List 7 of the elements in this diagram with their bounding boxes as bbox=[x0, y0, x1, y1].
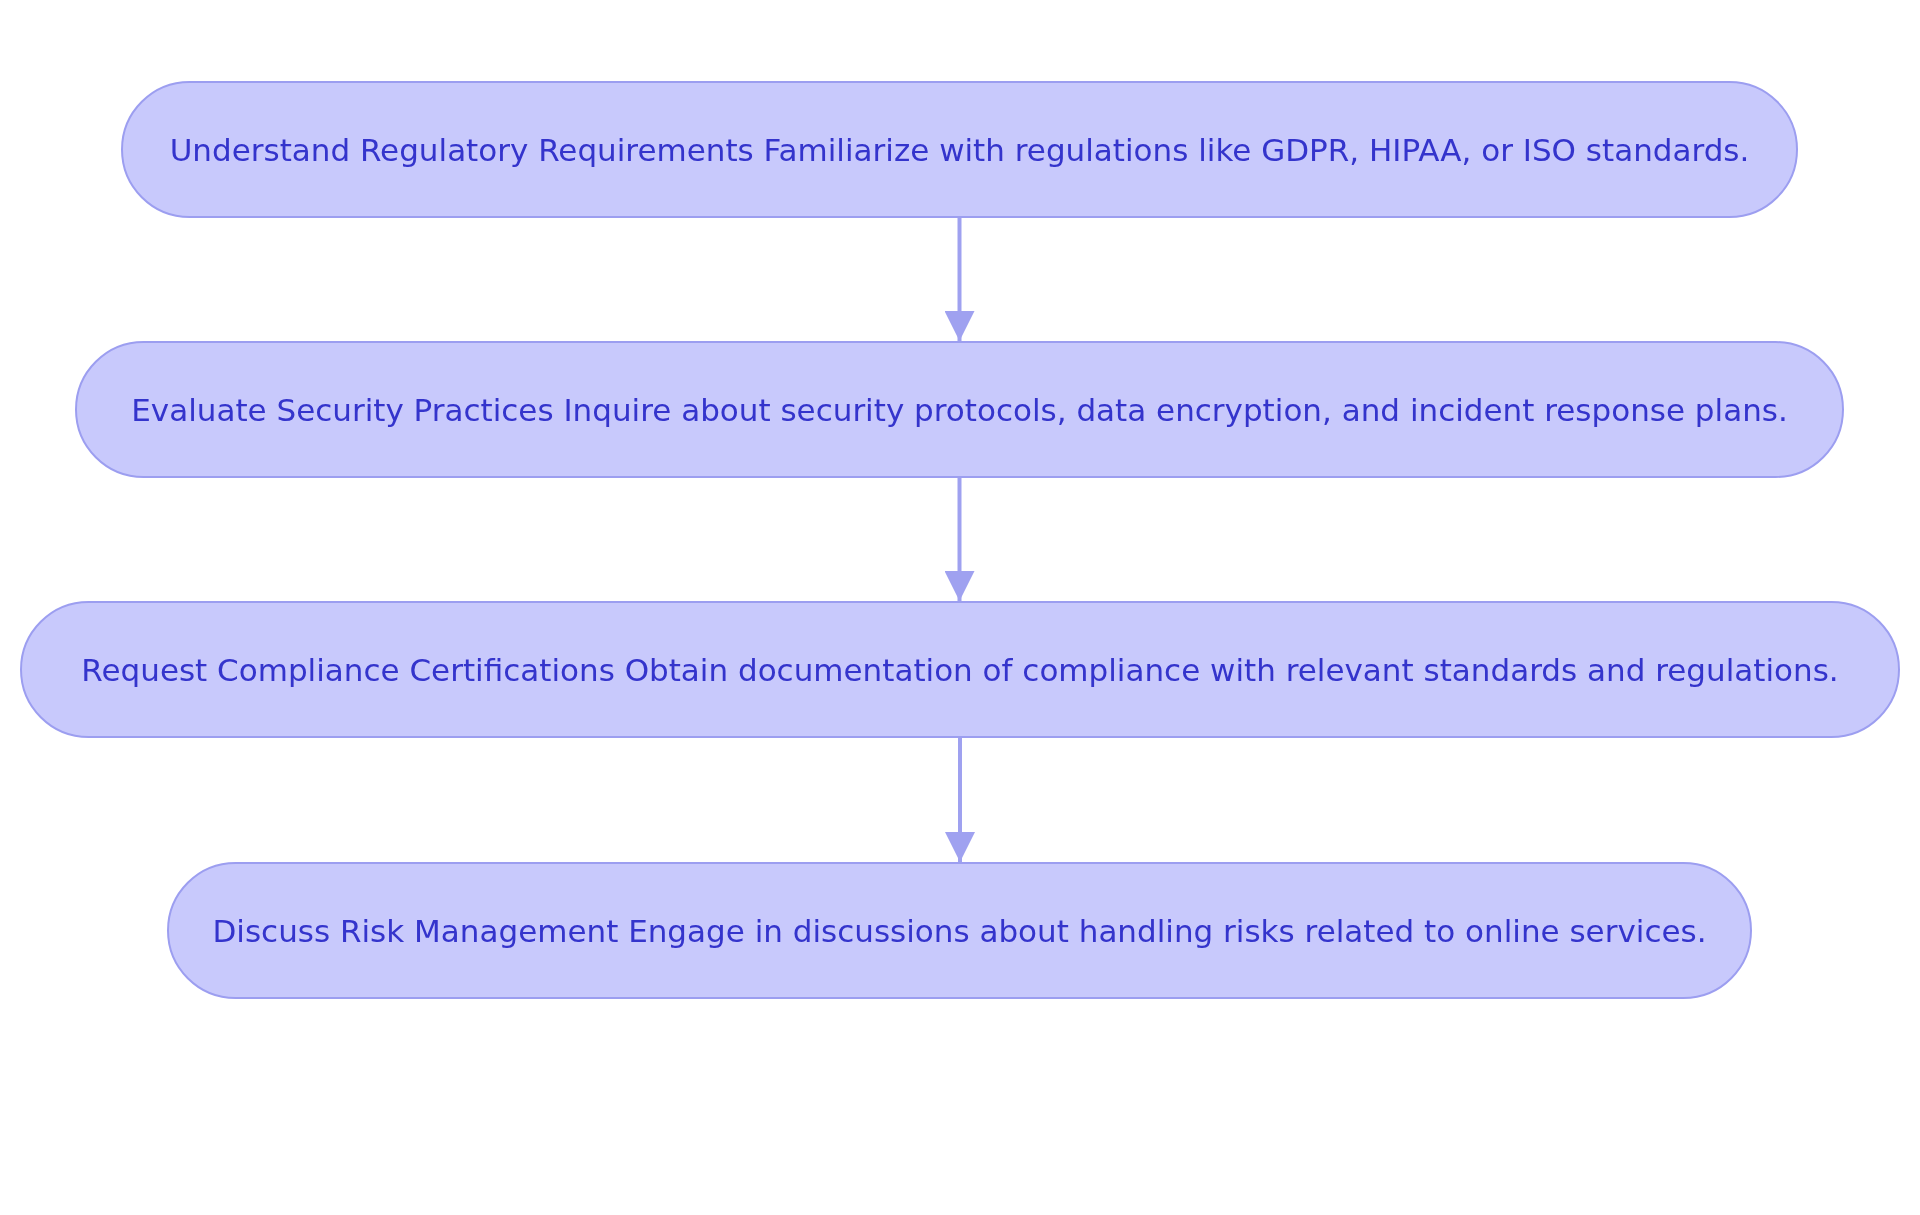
step-text: Discuss Risk Management Engage in discussions about handling risks related to online services. bbox=[212, 912, 1707, 949]
step-text: Understand Regulatory Requirements Familiarize with regulations like GDPR, HIPAA, or ISO standards. bbox=[169, 131, 1750, 168]
arrow bbox=[944, 478, 975, 601]
step-text: Request Compliance Certifications Obtain documentation of compliance with relevant standards and regulations. bbox=[81, 651, 1839, 688]
step-text: Evaluate Security Practices Inquire about security protocols, data encryption, and incident response plans. bbox=[131, 391, 1788, 428]
arrow bbox=[945, 738, 975, 862]
arrow bbox=[944, 218, 975, 341]
